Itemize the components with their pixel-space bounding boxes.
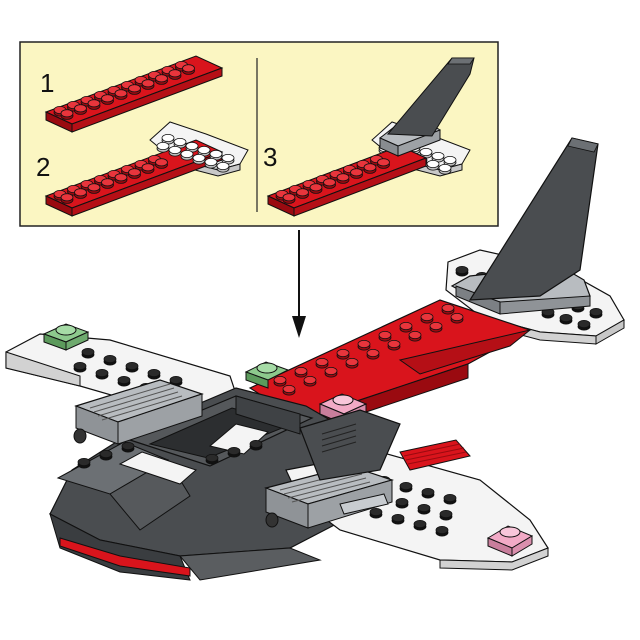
stud-top bbox=[396, 498, 408, 505]
stud-top bbox=[126, 362, 138, 369]
stud-top bbox=[444, 494, 456, 501]
stud-top bbox=[206, 454, 218, 461]
stud-top bbox=[409, 331, 421, 338]
stud-top bbox=[169, 146, 181, 153]
stud-top bbox=[316, 358, 328, 365]
stud-top bbox=[324, 179, 336, 186]
stud-top bbox=[364, 164, 376, 171]
stud-top bbox=[186, 142, 198, 149]
stud-top bbox=[169, 70, 181, 77]
stud-top bbox=[432, 152, 444, 159]
stud-top bbox=[444, 156, 456, 163]
stud-top bbox=[337, 349, 349, 356]
stud-top bbox=[436, 526, 448, 533]
stud-top bbox=[82, 348, 94, 355]
stud-top bbox=[427, 160, 439, 167]
stud-top bbox=[346, 358, 358, 365]
stud-top bbox=[174, 138, 186, 145]
stud-top bbox=[183, 65, 195, 72]
stud-top bbox=[61, 194, 73, 201]
stud-top bbox=[205, 158, 217, 165]
stud-top bbox=[156, 75, 168, 82]
stud-top bbox=[222, 154, 234, 161]
stud-top bbox=[378, 159, 390, 166]
stud-top bbox=[560, 314, 572, 321]
stud-top bbox=[295, 367, 307, 374]
stud-top bbox=[304, 376, 316, 383]
stud-top bbox=[392, 514, 404, 521]
stud-top bbox=[115, 174, 127, 181]
stud-top bbox=[578, 320, 590, 327]
stud-top bbox=[122, 442, 134, 449]
stud-top bbox=[74, 362, 86, 369]
stud-top bbox=[420, 148, 432, 155]
stud-top bbox=[250, 440, 262, 447]
step-3-number: 3 bbox=[263, 142, 277, 172]
stud-top bbox=[283, 385, 295, 392]
stud-top bbox=[358, 340, 370, 347]
stud-top bbox=[102, 179, 114, 186]
stud-top bbox=[157, 142, 169, 149]
stud-top bbox=[142, 164, 154, 171]
stud-top bbox=[198, 146, 210, 153]
stud-top bbox=[193, 154, 205, 161]
stud-top bbox=[118, 376, 130, 383]
stud-top bbox=[129, 169, 141, 176]
stud-top bbox=[283, 194, 295, 201]
stud-top bbox=[422, 488, 434, 495]
stud-top bbox=[400, 482, 412, 489]
stud-top bbox=[590, 308, 602, 315]
stud-top bbox=[75, 105, 87, 112]
step-2-number: 2 bbox=[36, 152, 50, 182]
stud-top bbox=[337, 174, 349, 181]
stud-top bbox=[129, 85, 141, 92]
stud-top bbox=[274, 376, 286, 383]
stud-top bbox=[104, 355, 116, 362]
stud-top bbox=[228, 447, 240, 454]
stud-top bbox=[370, 508, 382, 515]
stud-top bbox=[61, 110, 73, 117]
stud-top bbox=[115, 90, 127, 97]
stud-top bbox=[442, 304, 454, 311]
build-steps-callout: 1 2 3 bbox=[20, 42, 498, 226]
stud-top bbox=[440, 510, 452, 517]
stud-top bbox=[181, 150, 193, 157]
stud-top bbox=[217, 162, 229, 169]
stud-top bbox=[414, 520, 426, 527]
stud-top bbox=[388, 340, 400, 347]
stud-top bbox=[88, 184, 100, 191]
stud-top bbox=[367, 349, 379, 356]
stud-top bbox=[100, 450, 112, 457]
stud-top bbox=[400, 322, 412, 329]
stud-top bbox=[430, 322, 442, 329]
stud-top bbox=[456, 266, 468, 273]
stud-top bbox=[88, 100, 100, 107]
stud-top bbox=[75, 189, 87, 196]
stud-top bbox=[418, 504, 430, 511]
stud-top bbox=[451, 313, 463, 320]
stud-top bbox=[102, 95, 114, 102]
arrow-down-icon bbox=[292, 230, 306, 338]
stud-top bbox=[210, 150, 222, 157]
stud-top bbox=[351, 169, 363, 176]
stud-top bbox=[96, 369, 108, 376]
stud-top bbox=[170, 376, 182, 383]
stud-top bbox=[142, 80, 154, 87]
stud-top bbox=[310, 184, 322, 191]
stud-top bbox=[297, 189, 309, 196]
stud-top bbox=[148, 369, 160, 376]
stud-top bbox=[421, 313, 433, 320]
stud-top bbox=[78, 458, 90, 465]
stud-top bbox=[325, 367, 337, 374]
stud-top bbox=[379, 331, 391, 338]
stud-top bbox=[439, 164, 451, 171]
step-1-number: 1 bbox=[40, 68, 54, 98]
stud-top bbox=[162, 134, 174, 141]
stud-top bbox=[156, 159, 168, 166]
